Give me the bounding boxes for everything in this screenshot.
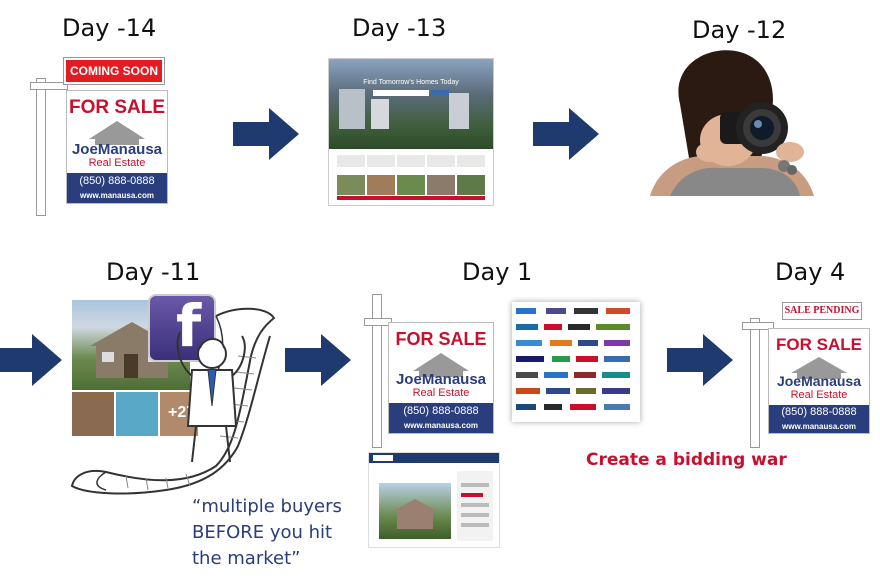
photographer-image <box>650 50 814 196</box>
listing-page-screenshot <box>368 452 500 548</box>
website-text: www.manausa.com <box>67 189 167 203</box>
for-sale-text: FOR SALE <box>776 335 862 354</box>
arrow-right-icon <box>233 108 299 160</box>
syndication-logos-panel <box>512 302 640 422</box>
hero-search-button[interactable] <box>431 90 449 96</box>
sale-pending-sign: SALE PENDING FOR SALE JoeManausa Real Es… <box>742 300 872 448</box>
sale-pending-rider: SALE PENDING <box>782 302 862 320</box>
day-label-minus-13: Day -13 <box>352 14 447 42</box>
arrow-right-icon <box>0 334 62 386</box>
day-label-minus-14: Day -14 <box>62 14 157 42</box>
arrow-right-icon <box>667 334 733 386</box>
day-label-minus-12: Day -12 <box>692 16 787 44</box>
facebook-letter: f <box>176 294 202 360</box>
for-sale-text: FOR SALE <box>395 329 487 349</box>
house-logo-icon <box>791 357 847 379</box>
for-sale-text: FOR SALE <box>68 97 166 118</box>
hero-search-input[interactable] <box>373 90 429 96</box>
website-text: www.manausa.com <box>769 420 869 433</box>
house-logo-icon <box>89 121 145 145</box>
quote-text: “multiple buyers BEFORE you hit the mark… <box>192 496 342 569</box>
phone-text: (850) 888-0888 <box>67 173 167 189</box>
coming-soon-sign: COMING SOON FOR SALE JoeManausa Real Est… <box>30 58 170 216</box>
facebook-icon: f <box>148 294 216 362</box>
coming-soon-rider: COMING SOON <box>64 58 164 84</box>
for-sale-sign: FOR SALE JoeManausa Real Estate (850) 88… <box>356 294 496 448</box>
hero-headline: Find Tomorrow's Homes Today <box>363 79 459 86</box>
phone-text: (850) 888-0888 <box>769 405 869 420</box>
house-logo-icon <box>413 353 469 377</box>
day-label-minus-11: Day -11 <box>106 258 201 286</box>
phone-text: (850) 888-0888 <box>389 403 493 419</box>
arrow-right-icon <box>285 334 351 386</box>
day-label-1: Day 1 <box>462 258 533 286</box>
website-text: www.manausa.com <box>389 419 493 433</box>
bidding-war-text: Create a bidding war <box>586 450 787 470</box>
arrow-right-icon <box>533 108 599 160</box>
man-with-long-list-icon <box>70 307 276 495</box>
website-screenshot: Find Tomorrow's Homes Today <box>328 58 494 206</box>
day-label-4: Day 4 <box>775 258 846 286</box>
